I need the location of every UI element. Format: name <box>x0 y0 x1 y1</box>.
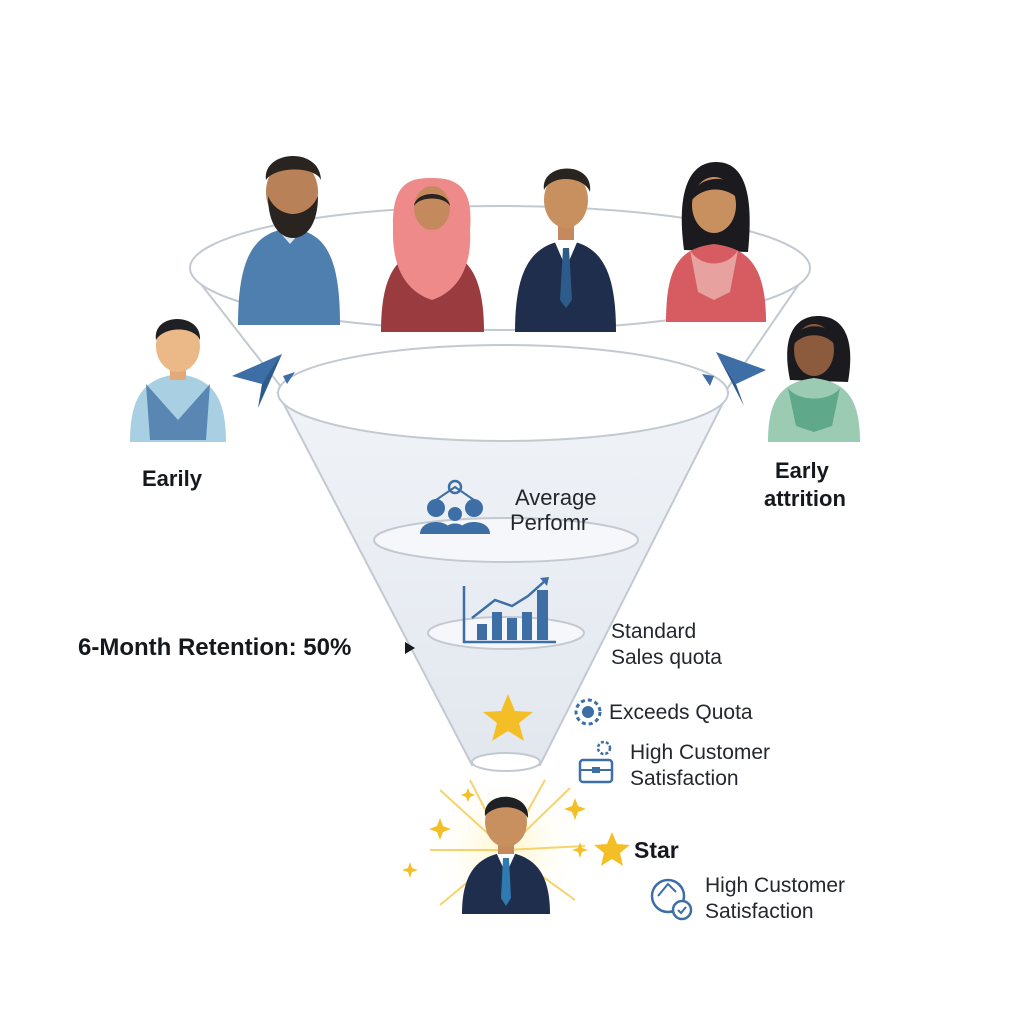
person-woman-hijab <box>381 178 484 332</box>
stage-standard-label-line1: Standard <box>611 620 697 643</box>
sparkle-icon <box>402 788 588 878</box>
briefcase-icon <box>578 740 614 784</box>
high-cs-label-2-line1: High Customer <box>705 874 846 897</box>
team-icon <box>420 479 490 534</box>
person-woman-long-hair <box>666 162 766 322</box>
paper-plane-icon <box>232 354 295 408</box>
badge-icon <box>574 698 602 726</box>
person-star-performer <box>462 796 550 914</box>
exceeds-quota-label: Exceeds Quota <box>609 701 753 724</box>
early-attrition-label-line2: attrition <box>764 486 846 511</box>
retention-pointer-arrow <box>405 642 415 654</box>
early-attrition-label-line1: Early <box>775 458 829 483</box>
bar-chart-icon <box>462 577 556 644</box>
stage-average-label-line2: Perfomr <box>510 510 589 535</box>
star-icon <box>594 832 630 866</box>
star-icon <box>483 694 533 741</box>
person-left-side <box>130 319 226 442</box>
satisfaction-dial-icon <box>650 878 693 921</box>
star-label: Star <box>634 837 679 863</box>
person-man-suit <box>515 168 616 332</box>
retention-label: 6-Month Retention: 50% <box>78 634 352 661</box>
high-cs-label-2-line2: Satisfaction <box>705 900 814 923</box>
person-bearded-man <box>238 155 340 325</box>
person-right-side <box>768 316 860 442</box>
high-cs-label-1-line2: Satisfaction <box>630 767 739 790</box>
stage-standard-label-line2: Sales quota <box>611 646 722 669</box>
stage-average-label-line1: Average <box>515 485 597 510</box>
paper-plane-icon <box>702 352 766 406</box>
early-label-left: Earily <box>142 466 202 491</box>
high-cs-label-1-line1: High Customer <box>630 741 771 764</box>
